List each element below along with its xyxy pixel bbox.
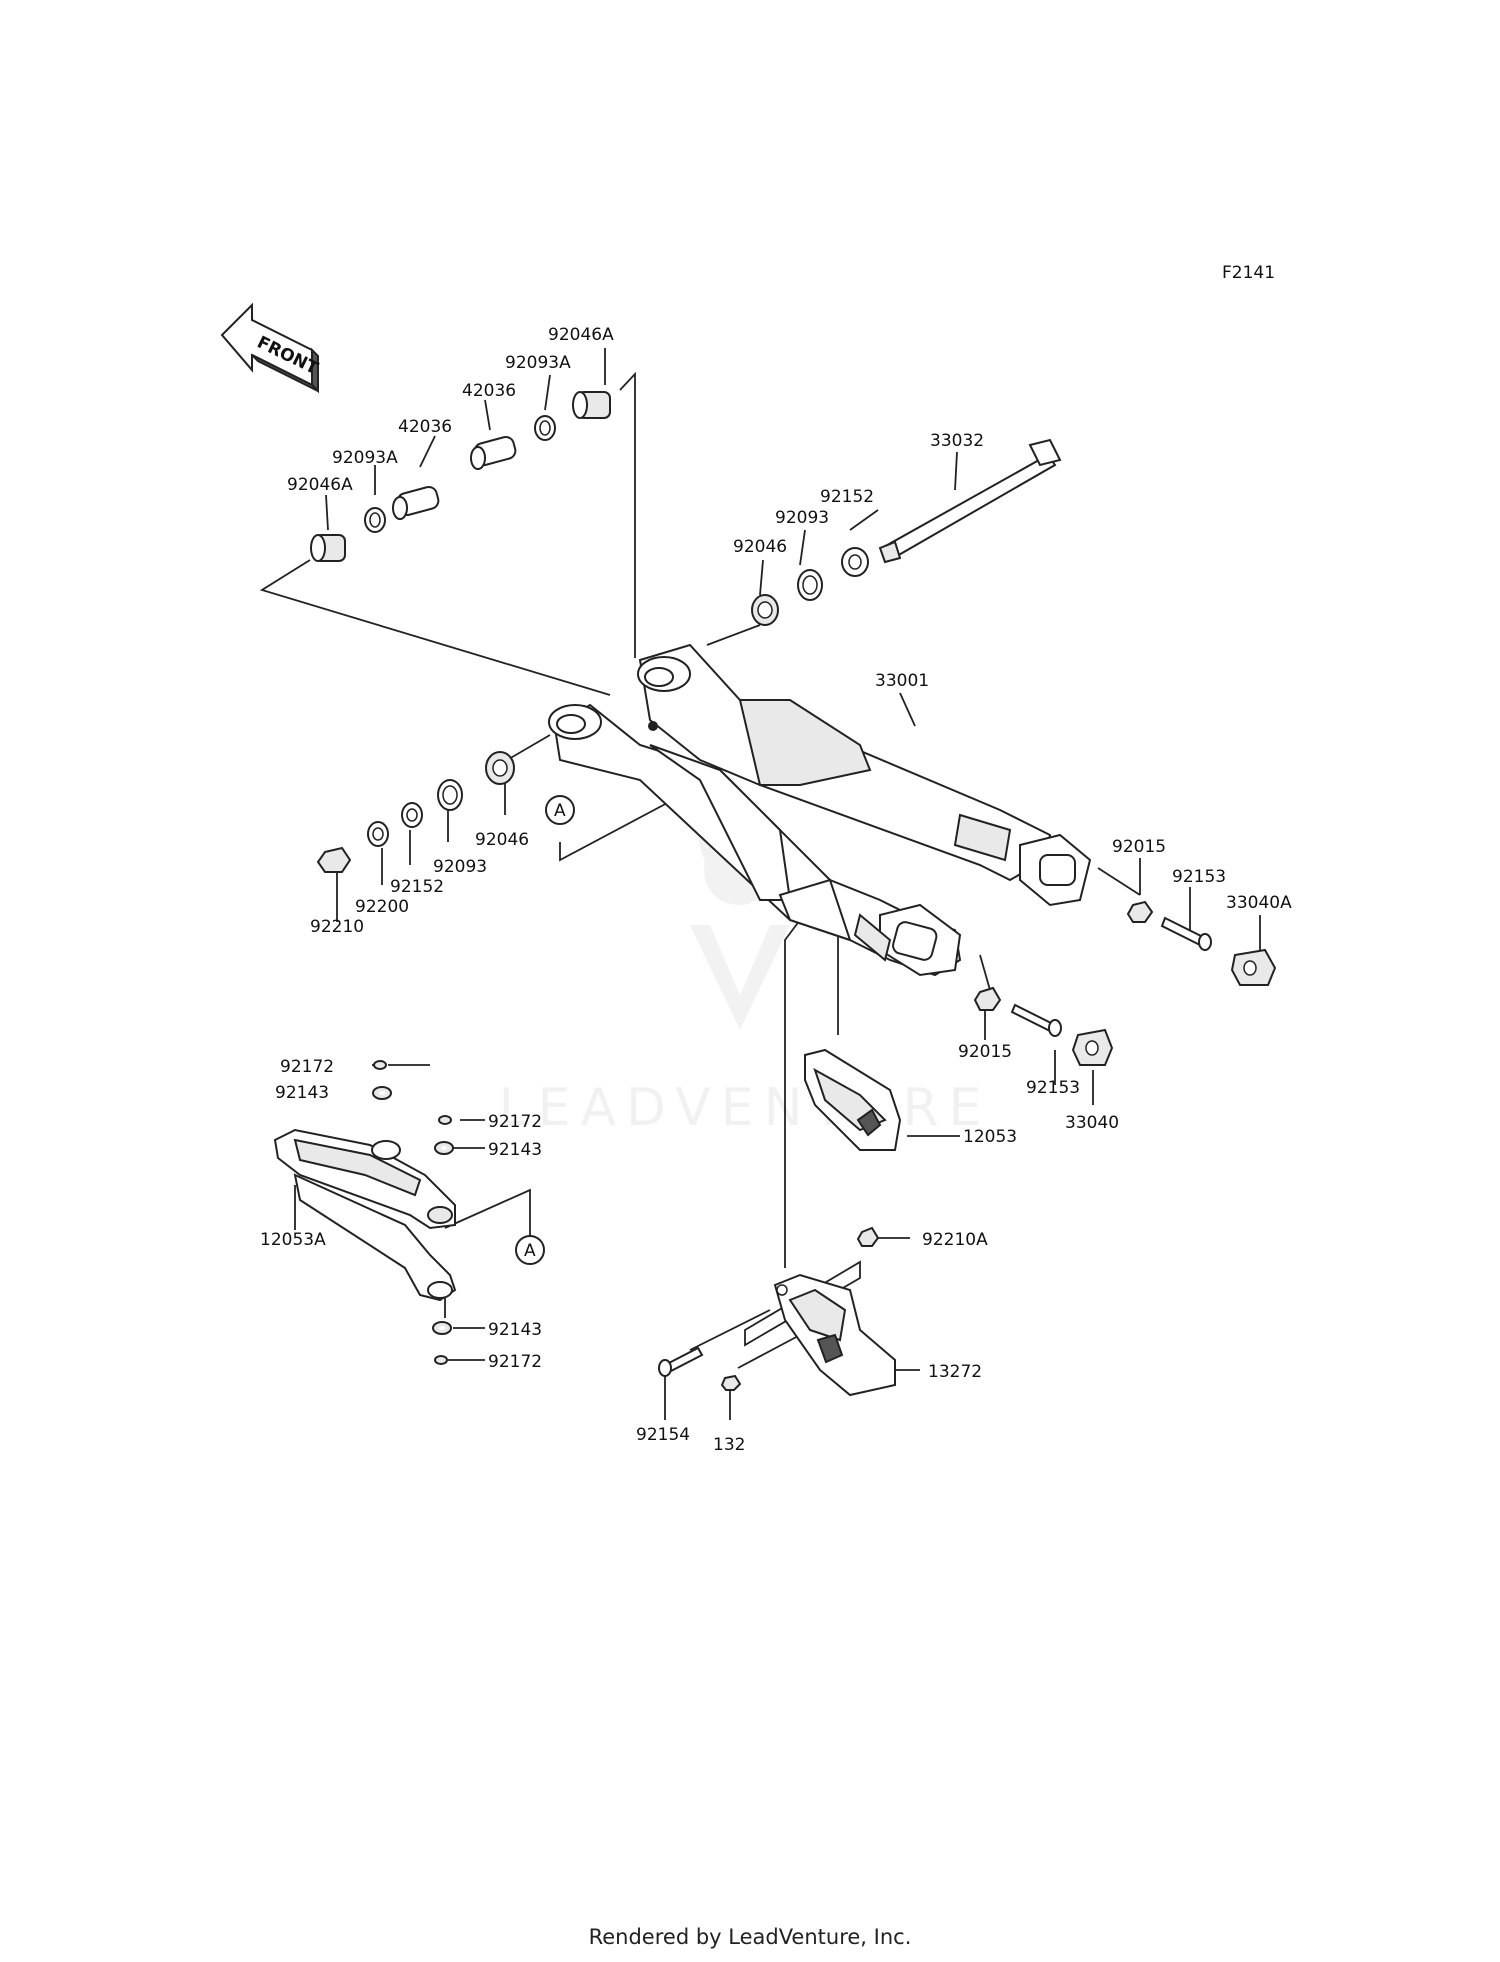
ref-marker-a-upper: A — [545, 795, 575, 825]
label-nut-guard: 92210A — [922, 1230, 988, 1250]
label-guard: 13272 — [928, 1362, 982, 1382]
label-bearing-top-r: 92046A — [548, 325, 614, 345]
slider-screw-2 — [438, 1115, 452, 1125]
top-right-seal — [534, 415, 556, 441]
top-left-sleeve — [392, 485, 440, 520]
right-adjuster-block — [1230, 948, 1277, 986]
pivot-shaft — [878, 438, 1062, 564]
ref-marker-a-lower-text: A — [524, 1241, 536, 1261]
guard-nut — [856, 1226, 880, 1247]
guard-bolt — [658, 1346, 704, 1377]
label-washer-a1: 92143 — [275, 1083, 329, 1103]
label-nut-l: 92210 — [310, 917, 364, 937]
chain-guard — [773, 1273, 896, 1397]
ref-marker-a-lower: A — [515, 1235, 545, 1265]
label-washer-a3: 92143 — [488, 1320, 542, 1340]
right-seal — [797, 569, 823, 601]
label-pivot-shaft: 33032 — [930, 431, 984, 451]
left-washer — [401, 802, 423, 828]
left-pivot-nut — [316, 846, 352, 873]
swingarm-body — [548, 643, 1092, 977]
label-sleeve-top-l: 42036 — [398, 417, 452, 437]
label-nut-adj-l: 92015 — [958, 1042, 1012, 1062]
part-labels: 92046A 92093A 42036 42036 92093A 92046A … — [260, 325, 1292, 1455]
top-left-seal — [364, 507, 386, 533]
label-washer-r: 92152 — [820, 487, 874, 507]
figure-id: F2141 — [1222, 263, 1275, 283]
label-block-l: 33040 — [1065, 1113, 1119, 1133]
label-bolt-guard: 92154 — [636, 1425, 690, 1445]
ref-marker-a-upper-text: A — [554, 801, 566, 821]
label-cap-l: 92046 — [475, 830, 529, 850]
label-sleeve-top-r: 42036 — [462, 381, 516, 401]
right-washer — [841, 547, 869, 577]
label-seal-top-r: 92093A — [505, 353, 571, 373]
label-screw-a1: 92172 — [280, 1057, 334, 1077]
label-collar-l: 92200 — [355, 897, 409, 917]
label-swingarm: 33001 — [875, 671, 929, 691]
label-bolt-adj-r: 92153 — [1172, 867, 1226, 887]
left-adjuster-block — [1071, 1028, 1114, 1066]
label-slider: 12053A — [260, 1230, 326, 1250]
slider-screw-1 — [373, 1060, 387, 1070]
left-adjuster-bolt — [1010, 1003, 1062, 1037]
label-screw-guard: 132 — [713, 1435, 745, 1455]
left-collar — [367, 821, 389, 847]
right-adjuster-bolt — [1160, 916, 1212, 951]
guard-screw — [720, 1374, 742, 1391]
label-washer-l: 92152 — [390, 877, 444, 897]
label-screw-a3: 92172 — [488, 1352, 542, 1372]
label-washer-a2: 92143 — [488, 1140, 542, 1160]
slider-washer-1 — [372, 1086, 392, 1100]
top-left-bearing — [310, 534, 346, 562]
top-right-bearing — [572, 391, 611, 419]
slider-washer-3 — [432, 1321, 452, 1335]
chain-guide — [804, 1048, 902, 1151]
label-nut-adj-r: 92015 — [1112, 837, 1166, 857]
label-block-r: 33040A — [1226, 893, 1292, 913]
watermark-text: LEADVENTURE — [499, 1078, 992, 1138]
label-seal-l: 92093 — [433, 857, 487, 877]
left-seal — [437, 779, 463, 811]
left-cap — [485, 751, 515, 785]
chain-slider — [273, 1128, 457, 1302]
label-bearing-top-l: 92046A — [287, 475, 353, 495]
label-cap-r: 92046 — [733, 537, 787, 557]
label-screw-a2: 92172 — [488, 1112, 542, 1132]
label-seal-top-l: 92093A — [332, 448, 398, 468]
slider-screw-3 — [434, 1355, 448, 1365]
label-seal-r: 92093 — [775, 508, 829, 528]
slider-washer-2 — [434, 1141, 454, 1155]
label-bolt-adj-l: 92153 — [1026, 1078, 1080, 1098]
left-adjuster-nut — [973, 986, 1002, 1011]
right-cap — [751, 594, 779, 626]
top-right-sleeve — [470, 435, 517, 470]
front-arrow-icon: FRONT — [220, 302, 321, 394]
footer-credit: Rendered by LeadVenture, Inc. — [589, 1925, 912, 1949]
label-chain-guide: 12053 — [963, 1127, 1017, 1147]
right-adjuster-nut — [1126, 900, 1154, 923]
leader-lines — [259, 348, 1261, 1420]
